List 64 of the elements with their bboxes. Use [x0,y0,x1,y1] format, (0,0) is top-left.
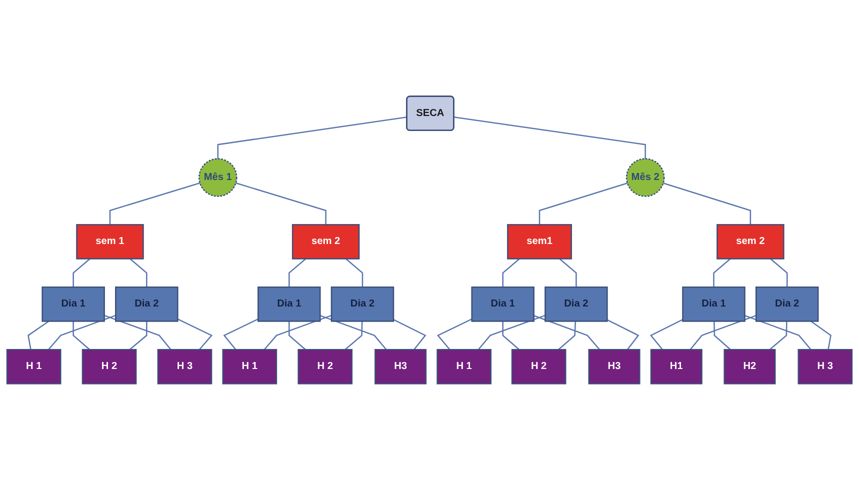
connector [534,315,600,350]
connector [606,319,640,350]
connector [502,321,520,350]
node-box: Dia 2 [330,286,394,322]
connector [769,321,788,350]
node-box: sem1 [507,224,572,260]
connector [559,258,577,288]
node-box: Dia 2 [755,286,819,322]
node-box: H3 [374,348,427,384]
connector [320,314,387,350]
connector [217,116,408,159]
node-box: H 2 [82,348,137,384]
connector [436,318,472,350]
connector [104,314,172,350]
node-box: sem 2 [292,224,360,260]
node-box: sem 1 [76,224,144,260]
connector [713,258,731,288]
connector [72,258,90,288]
connector [264,314,332,350]
node-box: H 3 [798,348,853,384]
node-box: H 1 [6,348,62,384]
connector [177,318,213,350]
node-box: H 2 [511,348,566,384]
node-box: H 1 [436,348,492,384]
connector [744,314,812,350]
node-box: H2 [724,348,776,384]
connector [538,182,628,225]
connector [223,318,258,350]
connector [454,116,646,159]
node-box: Dia 1 [42,286,105,322]
connector [558,321,576,350]
connector [393,319,426,350]
node-box: Dia 1 [682,286,746,322]
connector [28,320,50,350]
connector [288,321,306,350]
connector [344,321,363,350]
node-circle: Mês 2 [626,158,665,197]
node-box: H1 [650,348,702,384]
node-box: H 3 [157,348,212,384]
connector [48,314,116,350]
node-box: Dia 2 [115,286,178,322]
connector [810,320,832,350]
connector [663,182,752,225]
connector [72,321,90,350]
connector [109,182,200,225]
node-box: H3 [588,348,640,384]
node-circle: Mês 1 [198,158,238,197]
connector [502,258,520,288]
node-box: sem 2 [716,224,784,260]
connector [288,258,306,288]
node-box: Dia 1 [471,286,534,322]
connector [770,258,788,288]
connector [714,321,731,350]
node-box: Dia 2 [544,286,608,322]
connector [130,258,148,288]
connector [690,314,756,350]
node-box: H 2 [298,348,353,384]
node-box: H 1 [222,348,278,384]
node-box: Dia 1 [258,286,321,322]
connector [236,182,326,225]
connector [650,319,684,350]
connector [129,321,148,350]
connector [345,258,364,288]
connector [478,314,546,350]
